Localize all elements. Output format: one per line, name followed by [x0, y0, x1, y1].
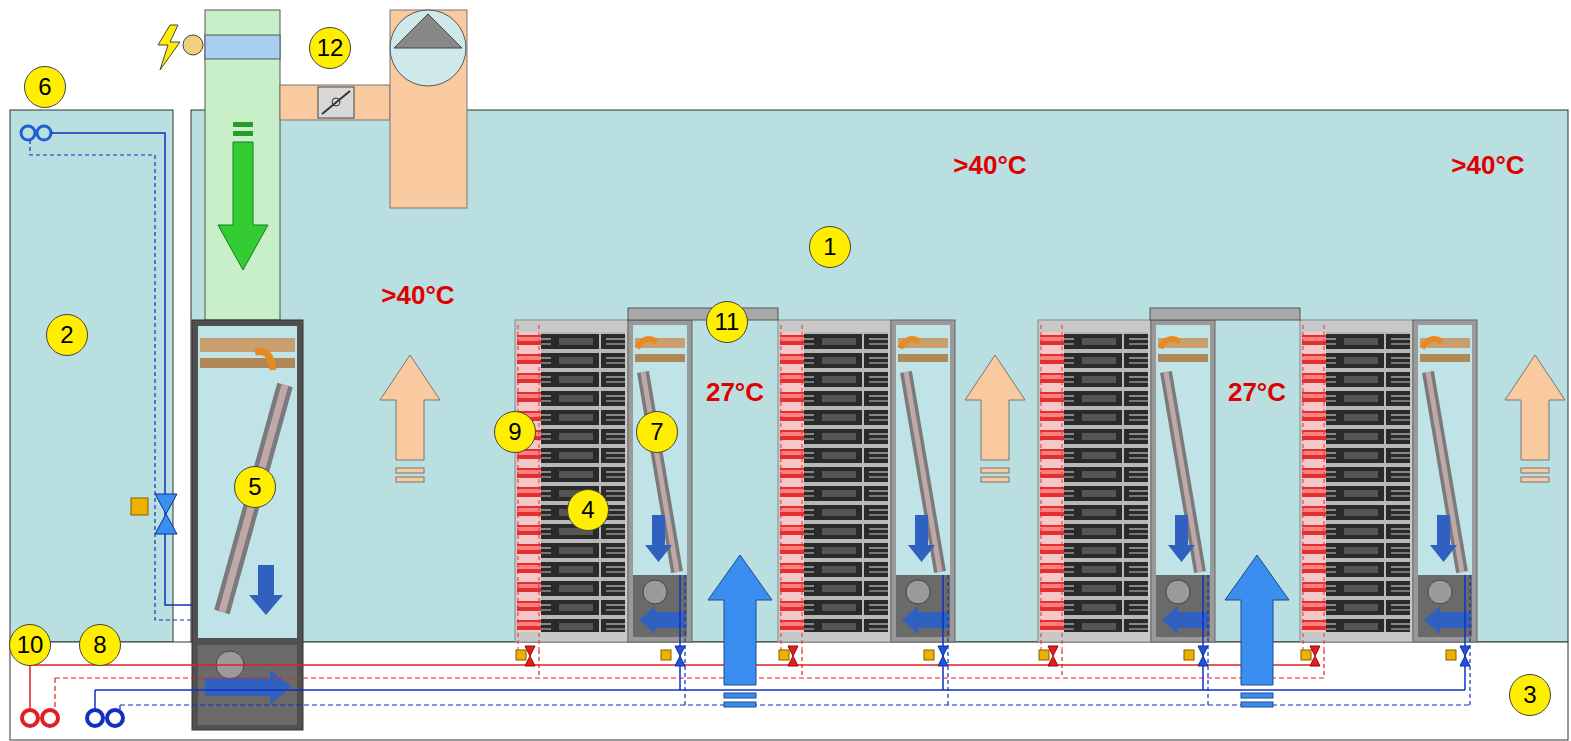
callout-number: 3 — [1509, 674, 1551, 716]
callout-number: 12 — [309, 27, 351, 69]
callout-number: 1 — [809, 226, 851, 268]
callout-number: 8 — [79, 624, 121, 666]
callout-number: 6 — [24, 66, 66, 108]
callout-number: 9 — [494, 411, 536, 453]
callout-number: 5 — [234, 466, 276, 508]
temperature-label: >40°C — [953, 150, 1026, 181]
callout-number: 4 — [567, 489, 609, 531]
callout-number: 7 — [636, 411, 678, 453]
temperature-label: >40°C — [381, 280, 454, 311]
callout-number: 2 — [46, 314, 88, 356]
callout-number: 10 — [9, 624, 51, 666]
temperature-label: 27°C — [706, 377, 764, 408]
temperature-label: >40°C — [1451, 150, 1524, 181]
temperature-label: 27°C — [1228, 377, 1286, 408]
callout-number: 11 — [706, 301, 748, 343]
